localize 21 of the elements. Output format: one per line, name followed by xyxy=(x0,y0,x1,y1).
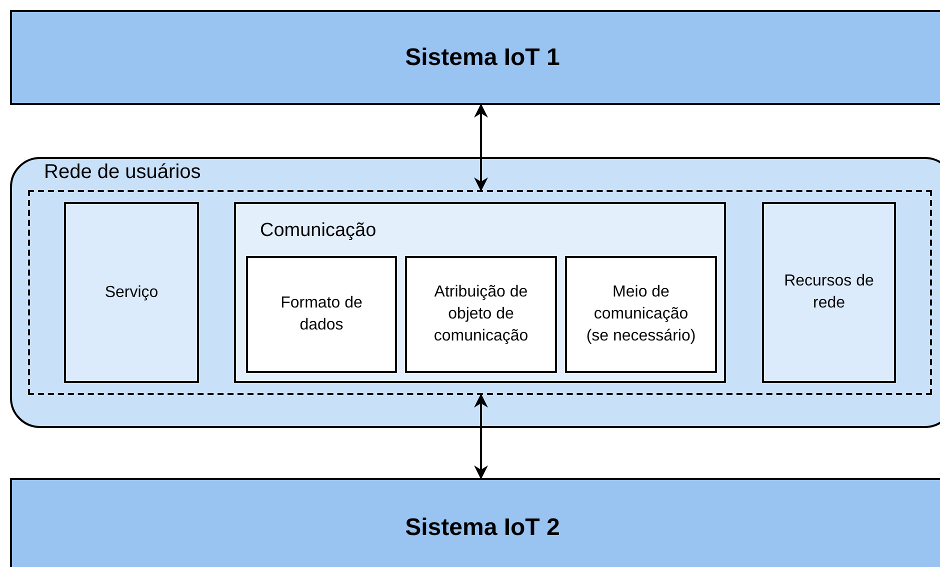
component-box xyxy=(762,202,896,383)
component-label: Recursos de rede xyxy=(783,271,875,314)
system-box xyxy=(10,10,940,105)
component-box xyxy=(64,202,199,383)
group-heading: Comunicação xyxy=(260,220,376,242)
component-label: Serviço xyxy=(104,282,160,302)
component-box xyxy=(246,256,397,373)
component-label: Meio de comunicação (se necessário) xyxy=(585,282,697,347)
network-panel xyxy=(10,157,940,428)
component-box xyxy=(565,256,717,373)
double-arrow xyxy=(474,394,488,480)
system-box xyxy=(10,478,940,567)
double-arrow xyxy=(474,104,488,192)
component-label: Formato de dados xyxy=(280,293,364,336)
component-box xyxy=(405,256,557,373)
system-title: Sistema IoT 2 xyxy=(404,514,561,542)
system-title: Sistema IoT 1 xyxy=(404,44,561,72)
component-box xyxy=(234,202,726,383)
dashed-boundary xyxy=(28,190,932,395)
group-heading: Rede de usuários xyxy=(44,161,201,184)
component-label: Atribuição de objeto de comunicação xyxy=(432,282,530,347)
